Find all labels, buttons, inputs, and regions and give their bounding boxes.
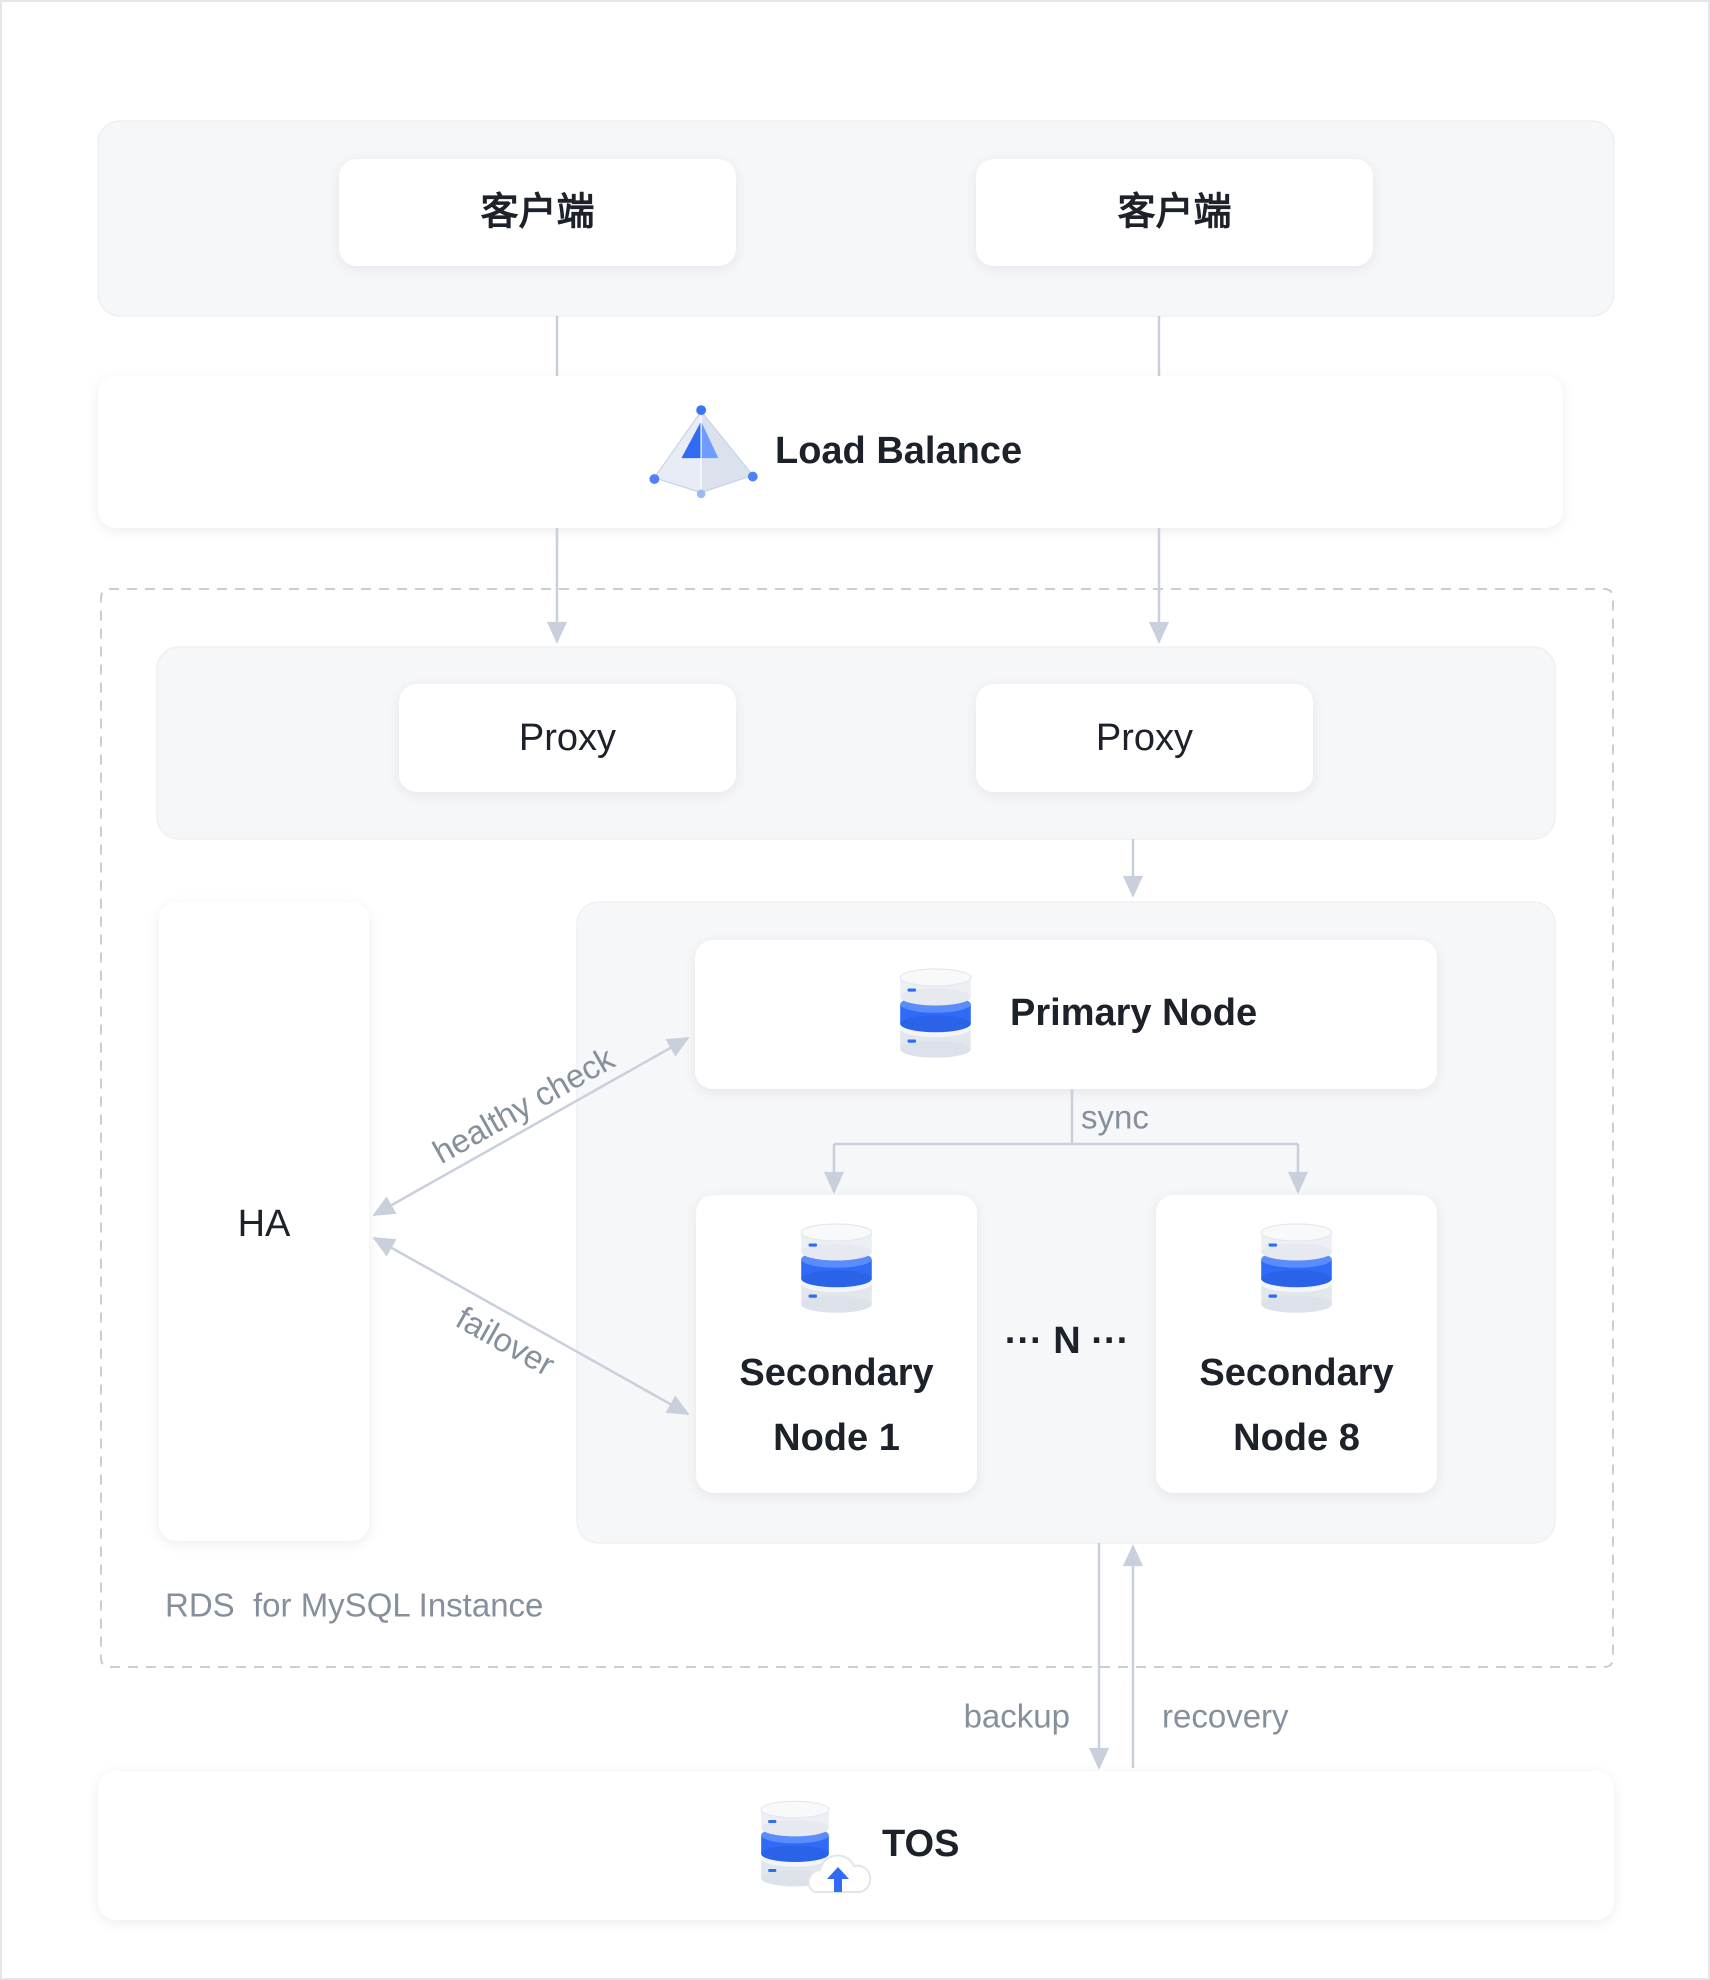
client-box-1: 客户端 bbox=[339, 159, 736, 266]
sync-label: sync bbox=[1081, 1099, 1149, 1136]
rds-instance-boundary bbox=[100, 588, 1614, 1668]
tos-box: TOS bbox=[98, 1771, 1614, 1920]
proxy-label-1: Proxy bbox=[519, 717, 616, 759]
client-label-2: 客户端 bbox=[1117, 191, 1231, 234]
tos-label: TOS bbox=[882, 1823, 959, 1865]
ha-box: HA bbox=[159, 902, 369, 1541]
ha-label: HA bbox=[238, 1203, 291, 1245]
arrow-failover bbox=[372, 1236, 690, 1416]
secondary-node-1-line2: Node 1 bbox=[773, 1417, 900, 1459]
database-icon bbox=[899, 968, 972, 1059]
proxy-box-2: Proxy bbox=[976, 684, 1313, 792]
proxy-label-2: Proxy bbox=[1096, 717, 1193, 759]
database-icon bbox=[1260, 1223, 1333, 1314]
backup-label: backup bbox=[964, 1698, 1070, 1735]
secondary-node-1-box: Secondary Node 1 bbox=[696, 1195, 977, 1493]
proxy-box-1: Proxy bbox=[399, 684, 736, 792]
node-count-ellipsis: ··· N ··· bbox=[1005, 1320, 1129, 1362]
load-balance-label: Load Balance bbox=[775, 430, 1022, 472]
load-balance-icon bbox=[649, 405, 758, 499]
client-label-1: 客户端 bbox=[480, 191, 594, 234]
secondary-node-8-line1: Secondary bbox=[1199, 1352, 1393, 1394]
client-layer: 客户端 客户端 bbox=[97, 120, 1615, 317]
client-box-2: 客户端 bbox=[976, 159, 1373, 266]
client-panel bbox=[97, 120, 1615, 317]
primary-node-box: Primary Node bbox=[695, 940, 1437, 1089]
secondary-node-8-line2: Node 8 bbox=[1233, 1417, 1360, 1459]
object-storage-icon bbox=[760, 1800, 872, 1893]
arrow-healthy-check bbox=[372, 1036, 690, 1217]
load-balance-box: Load Balance bbox=[98, 376, 1563, 528]
database-icon bbox=[800, 1223, 873, 1314]
proxy-panel bbox=[156, 646, 1556, 840]
proxy-layer: Proxy Proxy bbox=[156, 646, 1556, 840]
secondary-node-8-box: Secondary Node 8 bbox=[1156, 1195, 1437, 1493]
recovery-label: recovery bbox=[1162, 1698, 1289, 1735]
rds-instance-label: RDS for MySQL Instance bbox=[165, 1587, 543, 1624]
primary-node-label: Primary Node bbox=[1010, 992, 1257, 1034]
secondary-node-1-line1: Secondary bbox=[739, 1352, 933, 1394]
